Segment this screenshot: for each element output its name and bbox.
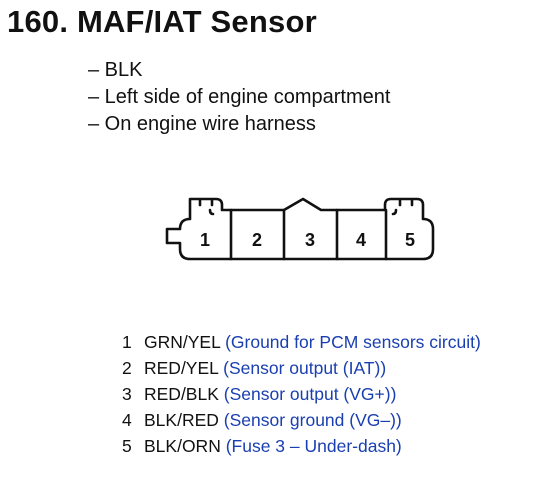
connector-diagram: 1 2 3 4 5	[165, 197, 435, 261]
pin-description: (Ground for PCM sensors circuit)	[225, 332, 481, 352]
pin-number: 3	[122, 384, 132, 404]
pin-number: 5	[122, 436, 132, 456]
pin-row: 4 BLK/RED (Sensor ground (VG–))	[122, 407, 481, 433]
pin-description: (Fuse 3 – Under-dash)	[225, 436, 402, 456]
left-latch-detail	[198, 198, 214, 207]
right-latch-slot	[391, 208, 398, 216]
page-title: 160. MAF/IAT Sensor	[7, 4, 317, 39]
pin-description: (Sensor ground (VG–))	[223, 410, 402, 430]
terminal-5-label: 5	[405, 230, 415, 250]
pin-list: 1 GRN/YEL (Ground for PCM sensors circuit…	[122, 329, 481, 459]
wire-color: RED/BLK	[144, 384, 219, 404]
pin-row: 2 RED/YEL (Sensor output (IAT))	[122, 355, 481, 381]
terminal-3-label: 3	[305, 230, 315, 250]
pin-number: 1	[122, 332, 132, 352]
connector-location: – Left side of engine compartment	[88, 86, 391, 108]
connector-details: – BLK – Left side of engine compartment …	[88, 57, 390, 138]
pin-description: (Sensor output (VG+))	[223, 384, 397, 404]
connector-housing-outline	[165, 197, 435, 261]
right-latch-detail	[398, 198, 414, 207]
wire-color: RED/YEL	[144, 358, 219, 378]
pin-row: 1 GRN/YEL (Ground for PCM sensors circuit…	[122, 329, 481, 355]
pin-number: 4	[122, 410, 132, 430]
pin-row: 3 RED/BLK (Sensor output (VG+))	[122, 381, 481, 407]
terminal-4-label: 4	[356, 230, 366, 250]
wire-color: BLK/ORN	[144, 436, 221, 456]
wire-color: GRN/YEL	[144, 332, 221, 352]
pin-description: (Sensor output (IAT))	[223, 358, 387, 378]
wire-color: BLK/RED	[144, 410, 219, 430]
terminal-2-label: 2	[252, 230, 262, 250]
connector-harness: – On engine wire harness	[88, 113, 316, 135]
terminal-1-label: 1	[200, 230, 210, 250]
connector-color: – BLK	[88, 59, 143, 81]
pin-row: 5 BLK/ORN (Fuse 3 – Under-dash)	[122, 433, 481, 459]
pin-number: 2	[122, 358, 132, 378]
left-latch-slot	[208, 208, 215, 216]
